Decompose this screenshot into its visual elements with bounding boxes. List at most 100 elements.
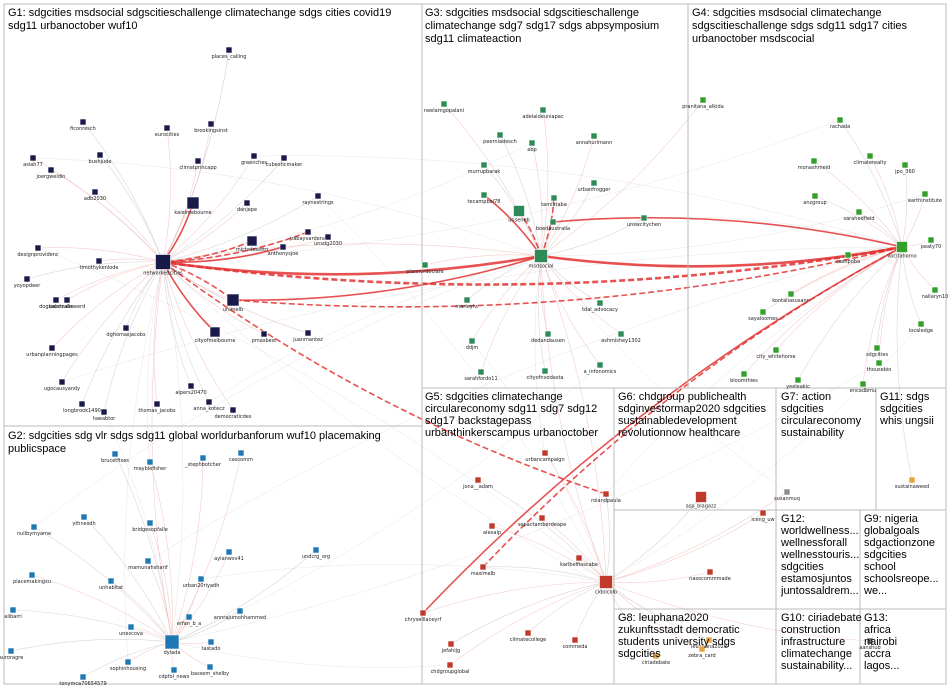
network-node-g1[interactable] — [79, 118, 87, 126]
network-node-g5[interactable] — [602, 490, 610, 498]
network-node-g3[interactable] — [468, 337, 476, 345]
network-node-g3[interactable] — [480, 161, 488, 169]
network-node-g3[interactable] — [541, 367, 549, 375]
network-node-g4[interactable] — [927, 236, 935, 244]
network-node-g5[interactable] — [479, 563, 487, 571]
network-node-g2[interactable] — [79, 673, 87, 681]
network-node-g6[interactable] — [652, 652, 660, 660]
network-node-g3[interactable] — [440, 100, 448, 108]
network-node-g1[interactable] — [314, 192, 322, 200]
network-node-g4[interactable] — [811, 192, 819, 200]
network-node-g1[interactable] — [91, 188, 99, 196]
network-node-g2[interactable] — [30, 523, 38, 531]
network-node-g5[interactable] — [488, 522, 496, 530]
network-node-g2[interactable] — [199, 454, 207, 462]
network-node-g5[interactable] — [541, 449, 549, 457]
network-node-g2[interactable] — [144, 557, 152, 565]
network-node-g1[interactable] — [304, 329, 312, 337]
network-node-g1[interactable] — [280, 154, 288, 162]
network-node-g3[interactable] — [534, 249, 548, 263]
network-node-g5[interactable] — [538, 514, 546, 522]
network-node-g4[interactable] — [787, 290, 795, 298]
network-node-g2[interactable] — [107, 577, 115, 585]
network-node-g5[interactable] — [446, 661, 454, 669]
network-node-g2[interactable] — [236, 607, 244, 615]
network-node-g5[interactable] — [419, 609, 427, 617]
network-node-g4[interactable] — [740, 370, 748, 378]
network-node-g5[interactable] — [575, 554, 583, 562]
network-node-g5[interactable] — [447, 640, 455, 648]
network-node-g2[interactable] — [146, 519, 154, 527]
network-node-g2[interactable] — [164, 634, 180, 650]
network-node-g1[interactable] — [324, 233, 332, 241]
network-node-g3[interactable] — [617, 330, 625, 338]
network-node-g3[interactable] — [421, 261, 429, 269]
network-node-g2[interactable] — [80, 513, 88, 521]
network-node-g1[interactable] — [58, 378, 66, 386]
network-node-g2[interactable] — [185, 613, 193, 621]
network-node-g1[interactable] — [163, 124, 171, 132]
network-node-g3[interactable] — [528, 139, 536, 147]
network-node-g1[interactable] — [207, 120, 215, 128]
network-node-g4[interactable] — [794, 376, 802, 384]
network-node-g1[interactable] — [122, 324, 130, 332]
network-node-g1[interactable] — [209, 326, 221, 338]
network-node-g2[interactable] — [124, 658, 132, 666]
network-node-g10[interactable] — [866, 637, 874, 645]
network-node-g6[interactable] — [705, 636, 713, 644]
network-node-g5[interactable] — [524, 629, 532, 637]
network-node-g2[interactable] — [206, 663, 214, 671]
network-node-g8[interactable] — [783, 488, 791, 496]
network-node-g4[interactable] — [873, 344, 881, 352]
network-node-g1[interactable] — [187, 382, 195, 390]
network-node-g1[interactable] — [246, 235, 258, 247]
network-node-g4[interactable] — [931, 286, 939, 294]
network-node-g1[interactable] — [96, 151, 104, 159]
network-node-g1[interactable] — [23, 275, 31, 283]
network-node-g2[interactable] — [312, 546, 320, 554]
network-node-g1[interactable] — [48, 344, 56, 352]
network-node-g5[interactable] — [474, 476, 482, 484]
network-node-g4[interactable] — [866, 152, 874, 160]
network-node-g4[interactable] — [699, 96, 707, 104]
network-node-g3[interactable] — [549, 218, 557, 226]
network-node-g3[interactable] — [550, 194, 558, 202]
network-node-g2[interactable] — [170, 666, 178, 674]
network-node-g3[interactable] — [463, 296, 471, 304]
network-node-g3[interactable] — [596, 361, 604, 369]
network-node-g4[interactable] — [875, 359, 883, 367]
network-node-g1[interactable] — [243, 199, 251, 207]
network-node-g2[interactable] — [207, 638, 215, 646]
network-node-g3[interactable] — [640, 214, 648, 222]
network-node-g4[interactable] — [859, 380, 867, 388]
network-node-g1[interactable] — [78, 400, 86, 408]
network-node-g4[interactable] — [772, 346, 780, 354]
network-node-g6[interactable] — [698, 645, 706, 653]
network-node-g4[interactable] — [836, 116, 844, 124]
network-node-g1[interactable] — [155, 254, 171, 270]
network-node-g1[interactable] — [225, 46, 233, 54]
network-node-g4[interactable] — [921, 190, 929, 198]
network-node-g3[interactable] — [544, 330, 552, 338]
network-node-g1[interactable] — [279, 243, 287, 251]
network-node-g2[interactable] — [111, 450, 119, 458]
network-node-g2[interactable] — [237, 449, 245, 457]
network-node-g3[interactable] — [477, 368, 485, 376]
network-node-g4[interactable] — [917, 320, 925, 328]
network-node-g5[interactable] — [599, 575, 613, 589]
network-node-g1[interactable] — [95, 257, 103, 265]
network-node-g1[interactable] — [29, 154, 37, 162]
network-node-g2[interactable] — [146, 458, 154, 466]
network-node-g3[interactable] — [480, 191, 488, 199]
network-node-g3[interactable] — [513, 205, 525, 217]
network-node-g4[interactable] — [901, 161, 909, 169]
network-node-g3[interactable] — [496, 131, 504, 139]
network-node-g2[interactable] — [225, 548, 233, 556]
network-node-g4[interactable] — [896, 241, 908, 253]
network-node-g4[interactable] — [759, 308, 767, 316]
network-node-g1[interactable] — [47, 166, 55, 174]
network-node-g2[interactable] — [127, 623, 135, 631]
network-node-g1[interactable] — [34, 244, 42, 252]
network-node-g1[interactable] — [205, 398, 213, 406]
network-node-g3[interactable] — [590, 179, 598, 187]
